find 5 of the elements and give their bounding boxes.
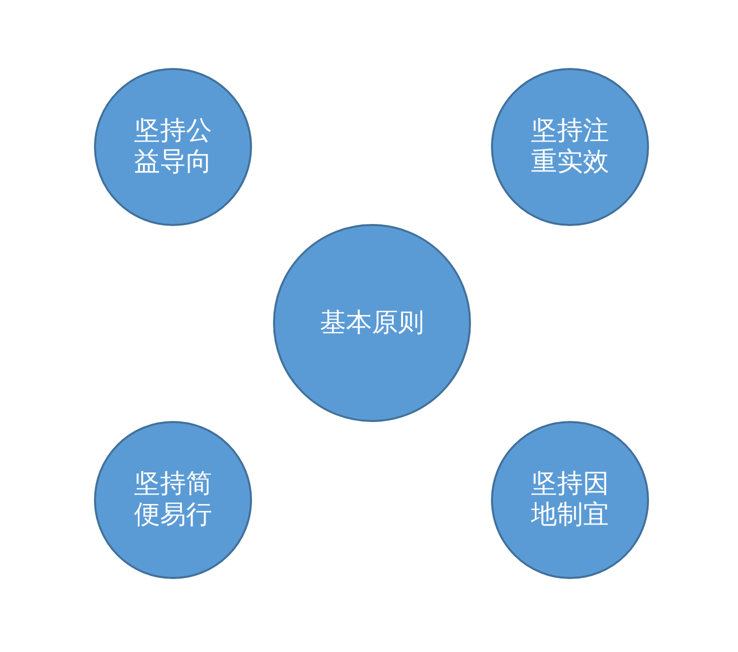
- circle-label: 坚持注重实效: [530, 116, 610, 178]
- circle-label: 基本原则: [320, 308, 424, 338]
- circle-label: 坚持公益导向: [133, 116, 213, 178]
- circle-label: 坚持因地制宜: [530, 469, 610, 531]
- circle-label: 坚持简便易行: [133, 469, 213, 531]
